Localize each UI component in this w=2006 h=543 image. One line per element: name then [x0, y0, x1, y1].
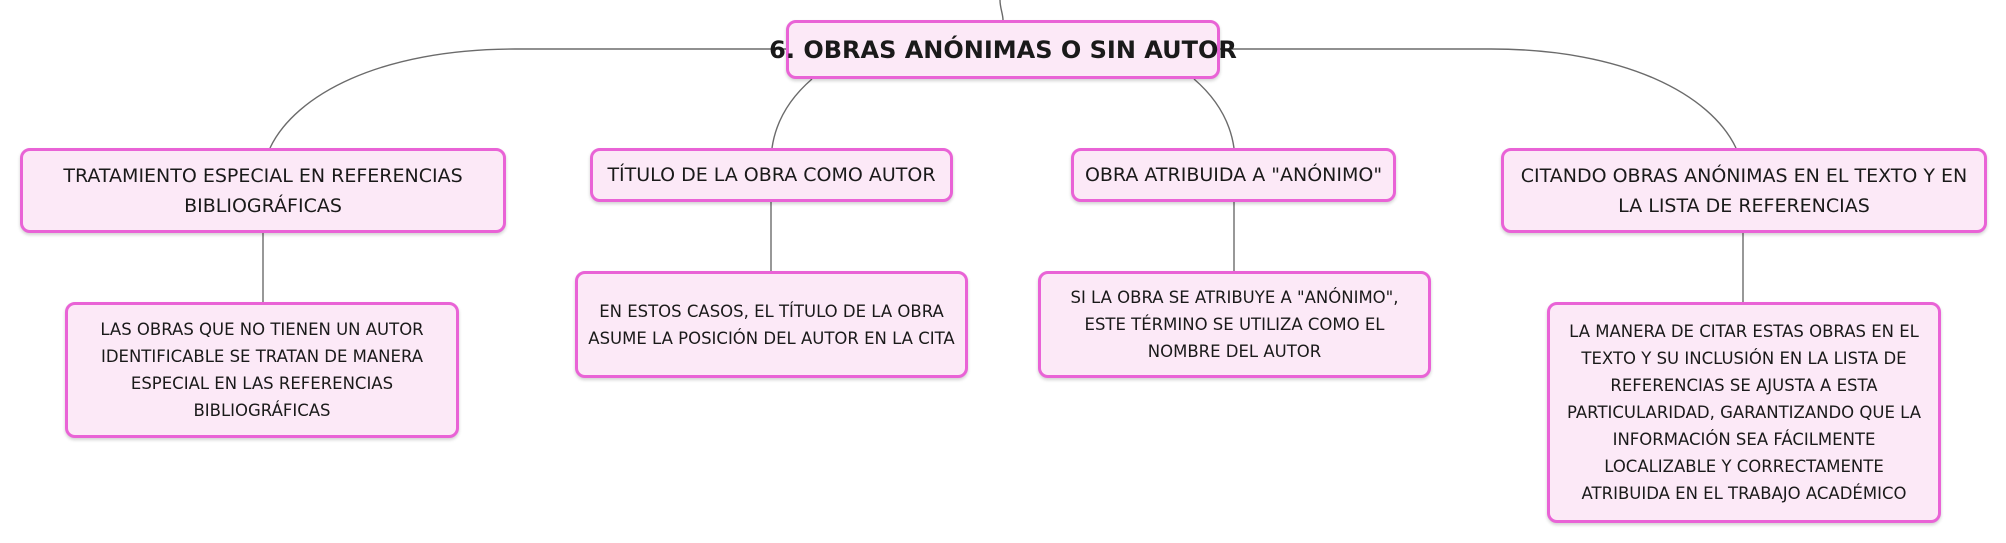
detail-node-obra-atribuida-anonimo[interactable]: SI LA OBRA SE ATRIBUYE A "ANÓNIMO", ESTE…	[1038, 271, 1431, 378]
root-topic-node[interactable]: 6. OBRAS ANÓNIMAS O SIN AUTOR	[769, 20, 1237, 79]
branch-label: TÍTULO DE LA OBRA COMO AUTOR	[607, 164, 936, 186]
detail-text: EN ESTOS CASOS, EL TÍTULO DE LA OBRA ASU…	[588, 301, 955, 348]
branch-node-obra-atribuida-anonimo[interactable]: OBRA ATRIBUIDA A "ANÓNIMO"	[1071, 148, 1396, 202]
detail-text: LA MANERA DE CITAR ESTAS OBRAS EN EL TEX…	[1567, 322, 1921, 503]
detail-node-titulo-como-autor[interactable]: EN ESTOS CASOS, EL TÍTULO DE LA OBRA ASU…	[575, 271, 968, 378]
root-topic-label: 6. OBRAS ANÓNIMAS O SIN AUTOR	[769, 35, 1237, 64]
connector-root-to-branch-1	[269, 48, 786, 149]
branch-node-tratamiento-especial[interactable]: TRATAMIENTO ESPECIAL EN REFERENCIAS BIBL…	[20, 148, 506, 233]
branch-label: CITANDO OBRAS ANÓNIMAS EN EL TEXTO Y EN …	[1520, 164, 1968, 217]
connector-root-to-branch-2	[771, 78, 813, 149]
branch-label: OBRA ATRIBUIDA A "ANÓNIMO"	[1084, 164, 1383, 186]
connector-parent-to-root	[999, 0, 1004, 21]
branch-node-titulo-como-autor[interactable]: TÍTULO DE LA OBRA COMO AUTOR	[590, 148, 953, 202]
connector-root-to-branch-3	[1193, 78, 1235, 149]
branch-node-citando-obras-anonimas[interactable]: CITANDO OBRAS ANÓNIMAS EN EL TEXTO Y EN …	[1501, 148, 1987, 233]
detail-node-citando-obras-anonimas[interactable]: LA MANERA DE CITAR ESTAS OBRAS EN EL TEX…	[1547, 302, 1941, 523]
detail-text: SI LA OBRA SE ATRIBUYE A "ANÓNIMO", ESTE…	[1070, 288, 1399, 361]
detail-node-tratamiento-especial[interactable]: LAS OBRAS QUE NO TIENEN UN AUTOR IDENTIF…	[65, 302, 459, 438]
connector-root-to-branch-4	[1220, 48, 1737, 149]
detail-text: LAS OBRAS QUE NO TIENEN UN AUTOR IDENTIF…	[100, 320, 424, 420]
branch-label: TRATAMIENTO ESPECIAL EN REFERENCIAS BIBL…	[63, 164, 463, 217]
